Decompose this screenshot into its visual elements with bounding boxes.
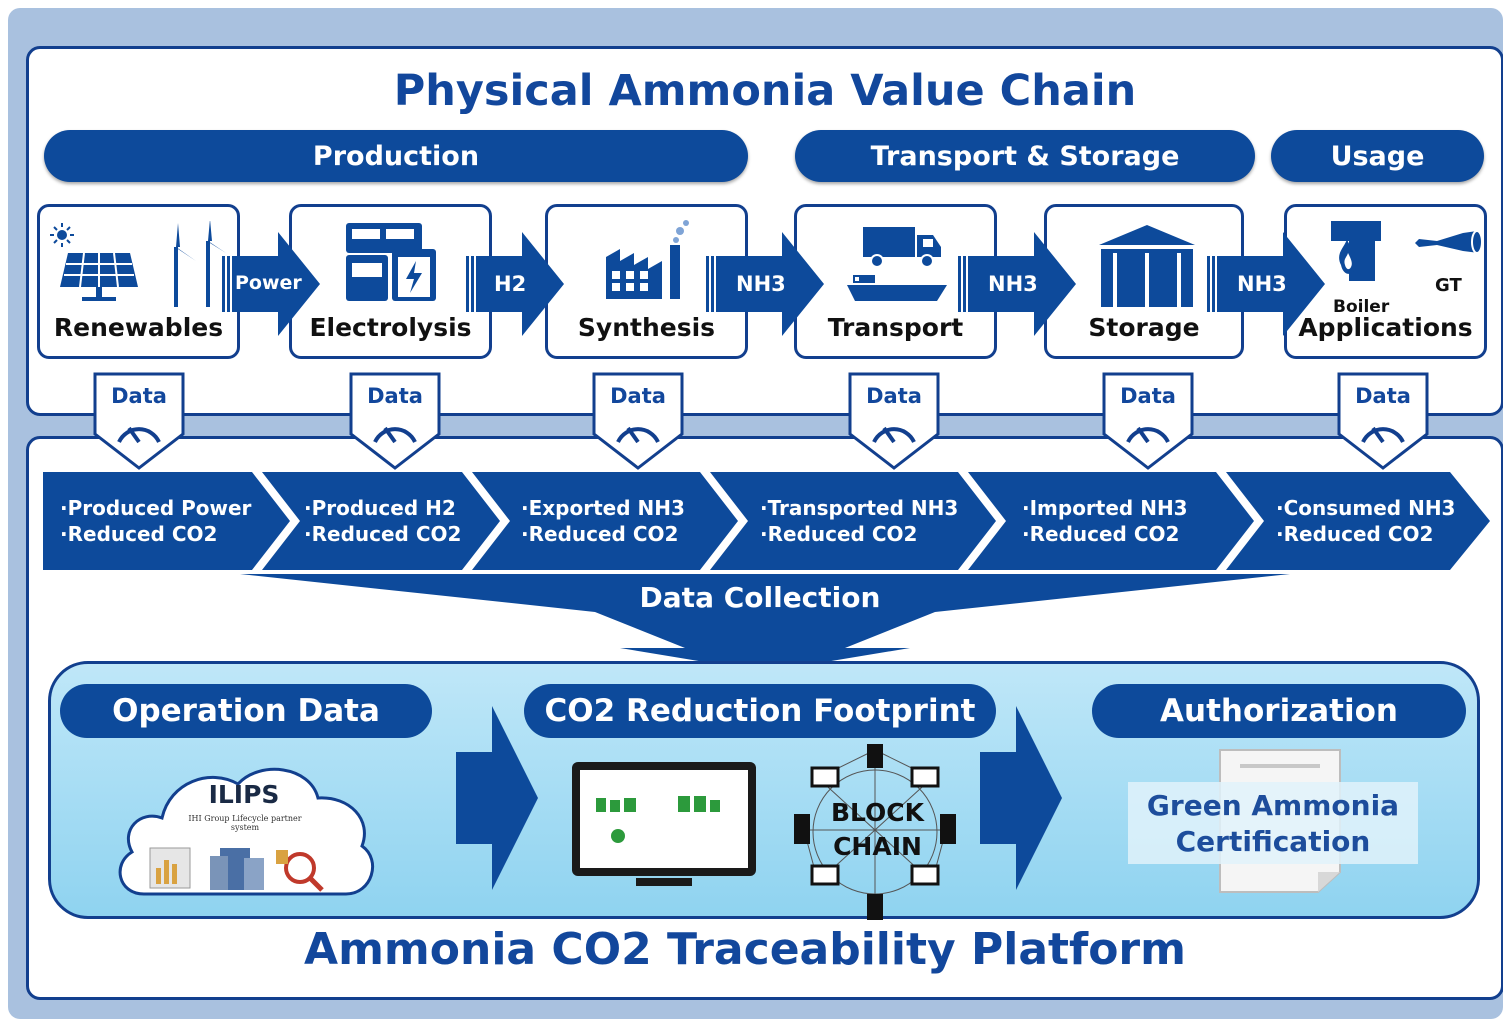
- flow-label-power: Power: [235, 272, 302, 294]
- data-tag-3: Data: [590, 372, 686, 472]
- value-chain-panel: [26, 46, 1503, 416]
- phase-transport-storage: Transport & Storage: [795, 130, 1255, 182]
- data-item-line: ·Reduced CO2: [760, 522, 918, 546]
- data-tag-label: Data: [1120, 384, 1176, 408]
- data-chevron-4: [710, 472, 996, 570]
- flow-arrow-power: Power: [222, 232, 322, 340]
- data-item-line: ·Reduced CO2: [1276, 522, 1434, 546]
- data-item-line: ·Produced Power: [60, 496, 252, 520]
- flow-arrow-shape: [222, 232, 320, 336]
- flow-arrow-nh3-3: NH3: [1207, 232, 1327, 340]
- data-tag-5: Data: [1100, 372, 1196, 472]
- data-item-line: ·Reduced CO2: [60, 522, 218, 546]
- gauge-icon: [93, 372, 185, 470]
- gauge-icon: [592, 372, 684, 470]
- gt-label: GT: [1435, 275, 1462, 296]
- gauge-icon: [848, 372, 940, 470]
- flow-label-h2: H2: [494, 272, 527, 296]
- flow-label-nh3-3: NH3: [1237, 272, 1287, 296]
- data-tag-label: Data: [111, 384, 167, 408]
- electrolyzer-icon: [346, 223, 436, 301]
- solar-wind-icon: [50, 221, 226, 307]
- data-item-line: ·Transported NH3: [760, 496, 959, 520]
- stage-label-applications: Applications: [1298, 313, 1473, 342]
- data-item-storage: ·Imported NH3 ·Reduced CO2: [1022, 495, 1188, 547]
- green-ammonia-certification: Green Ammonia Certification: [1128, 782, 1418, 864]
- stage-label-electrolysis: Electrolysis: [309, 313, 472, 342]
- data-item-electrolysis: ·Produced H2 ·Reduced CO2: [304, 495, 461, 547]
- truck-ship-icon: [847, 227, 947, 301]
- data-chevron-3: [472, 472, 738, 570]
- data-tag-4: Data: [846, 372, 942, 472]
- data-item-line: ·Reduced CO2: [304, 522, 462, 546]
- data-chevron-2: [262, 472, 500, 570]
- gauge-icon: [1102, 372, 1194, 470]
- data-tag-2: Data: [347, 372, 443, 472]
- ilips-title: ILIPS: [208, 780, 280, 809]
- certification-line: Green Ammonia: [1146, 789, 1400, 822]
- data-chevron-1: [43, 472, 290, 570]
- data-tag-label: Data: [866, 384, 922, 408]
- phase-production: Production: [44, 130, 748, 182]
- section-authorization: Authorization: [1092, 684, 1466, 738]
- stage-label-renewables: Renewables: [53, 313, 224, 342]
- boiler-turbine-icon: [1331, 221, 1483, 281]
- flow-arrow-nh3-2: NH3: [958, 232, 1078, 340]
- platform-arrow-2: [980, 706, 1062, 890]
- data-tag-label: Data: [1355, 384, 1411, 408]
- flow-label-nh3-2: NH3: [988, 272, 1038, 296]
- data-item-renewables: ·Produced Power ·Reduced CO2: [60, 495, 251, 547]
- gauge-icon: [349, 372, 441, 470]
- ilips-subtitle: IHI Group Lifecycle partner system: [188, 814, 302, 832]
- data-item-line: ·Exported NH3: [521, 496, 685, 520]
- blockchain-icon: [794, 744, 956, 920]
- data-tag-1: Data: [91, 372, 187, 472]
- data-item-line: ·Imported NH3: [1022, 496, 1188, 520]
- boiler-label: Boiler: [1333, 297, 1390, 317]
- value-chain-title: Physical Ammonia Value Chain: [393, 66, 1137, 116]
- data-tag-label: Data: [367, 384, 423, 408]
- stage-label-transport: Transport: [827, 313, 964, 342]
- data-item-line: ·Consumed NH3: [1276, 496, 1456, 520]
- dashboard-monitor-icon: [572, 762, 756, 886]
- data-item-applications: ·Consumed NH3 ·Reduced CO2: [1276, 495, 1455, 547]
- data-item-line: ·Reduced CO2: [521, 522, 679, 546]
- flow-arrow-shape: [958, 232, 1076, 336]
- blockchain-line: BLOCK: [830, 798, 925, 827]
- platform-title: Ammonia CO2 Traceability Platform: [304, 924, 1186, 975]
- data-chevron-5: [968, 472, 1254, 570]
- blockchain-line: CHAIN: [833, 832, 922, 861]
- flow-arrow-shape: [466, 232, 564, 336]
- data-collection-funnel: [240, 574, 1290, 672]
- data-item-line: ·Reduced CO2: [1022, 522, 1180, 546]
- data-tag-label: Data: [610, 384, 666, 408]
- phase-usage: Usage: [1271, 130, 1484, 182]
- platform-arrow-1: [456, 706, 538, 890]
- flow-arrow-nh3-1: NH3: [706, 232, 826, 340]
- section-operation-data: Operation Data: [60, 684, 432, 738]
- storage-tank-icon: [1099, 225, 1195, 307]
- stage-renewables: Renewables: [37, 204, 240, 359]
- stage-electrolysis: Electrolysis: [289, 204, 492, 359]
- data-item-line: ·Produced H2: [304, 496, 456, 520]
- data-item-synthesis: ·Exported NH3 ·Reduced CO2: [521, 495, 685, 547]
- data-item-transport: ·Transported NH3 ·Reduced CO2: [760, 495, 958, 547]
- blockchain-label: BLOCK CHAIN: [815, 796, 940, 864]
- flow-arrow-shape: [1207, 232, 1325, 336]
- stage-label-synthesis: Synthesis: [577, 313, 716, 342]
- stage-label-storage: Storage: [1088, 313, 1200, 342]
- certification-line: Certification: [1175, 825, 1371, 858]
- data-tag-6: Data: [1335, 372, 1431, 472]
- factory-icon: [606, 220, 689, 299]
- flow-arrow-h2: H2: [466, 232, 566, 340]
- cloud-icon: [118, 767, 374, 896]
- flow-label-nh3-1: NH3: [736, 272, 786, 296]
- section-co2-footprint: CO2 Reduction Footprint: [524, 684, 996, 738]
- data-collection-label: Data Collection: [639, 581, 881, 614]
- gauge-icon: [1337, 372, 1429, 470]
- data-chevron-6: [1226, 472, 1490, 570]
- flow-arrow-shape: [706, 232, 824, 336]
